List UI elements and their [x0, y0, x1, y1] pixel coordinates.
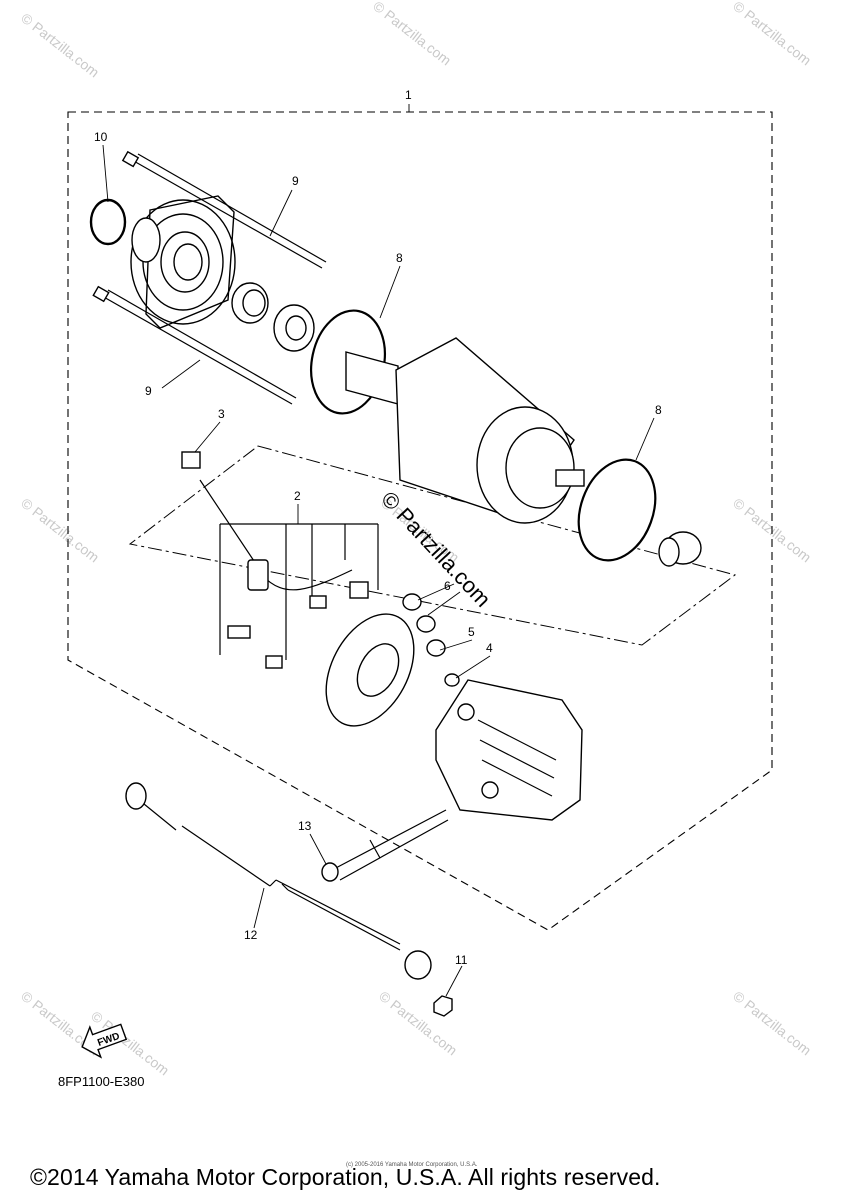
callout-12: 12 — [244, 928, 258, 942]
through-bolt-upper — [121, 150, 327, 269]
small-copyright-note: (c) 2005-2016 Yamaha Motor Corporation, … — [346, 1162, 478, 1168]
front-cover — [130, 195, 236, 329]
callout-9: 9 — [292, 174, 299, 188]
nut — [433, 995, 453, 1017]
callout-2: 2 — [294, 489, 301, 503]
callout-10: 10 — [94, 130, 108, 144]
callout-8: 8 — [396, 251, 403, 265]
callout-4: 4 — [486, 641, 493, 655]
callout-3: 3 — [218, 407, 225, 421]
yoke-assembly — [345, 337, 585, 524]
starter-lead — [125, 782, 432, 980]
watermark: © Partzilla.com — [370, 0, 454, 68]
through-bolt-lower — [92, 285, 297, 405]
callout-1: 1 — [405, 88, 412, 102]
copyright-notice: ©2014 Yamaha Motor Corporation, U.S.A. A… — [30, 1164, 661, 1190]
watermark: © Partzilla.com — [730, 988, 814, 1059]
callout-11: 11 — [455, 953, 468, 967]
callout-8: 8 — [655, 403, 662, 417]
diagram-code: 8FP1100-E380 — [58, 1074, 145, 1089]
callout-2-bracket — [219, 523, 379, 660]
callout-13: 13 — [298, 819, 312, 833]
mounting-bolt — [321, 809, 449, 882]
callout-5: 5 — [468, 625, 475, 639]
bearing — [231, 282, 269, 324]
subassembly-plane — [128, 445, 737, 646]
brush-holder-assembly — [181, 451, 415, 727]
callout-6: 6 — [444, 579, 451, 593]
needle-bearing — [658, 531, 702, 567]
oil-seal — [273, 304, 315, 352]
leader-lines — [102, 104, 655, 997]
watermark: © Partzilla.com — [18, 495, 102, 566]
watermark: © Partzilla.com — [18, 10, 102, 81]
washer-stack — [402, 593, 460, 687]
callouts: 1 10 9 8 9 3 8 2 6 5 4 13 12 11 — [94, 88, 662, 967]
assembly-boundary — [67, 111, 773, 931]
rear-cover — [435, 679, 583, 821]
o-ring — [89, 198, 127, 246]
callout-9: 9 — [145, 384, 152, 398]
watermark: © Partzilla.com — [730, 0, 814, 68]
o-ring — [577, 458, 657, 562]
